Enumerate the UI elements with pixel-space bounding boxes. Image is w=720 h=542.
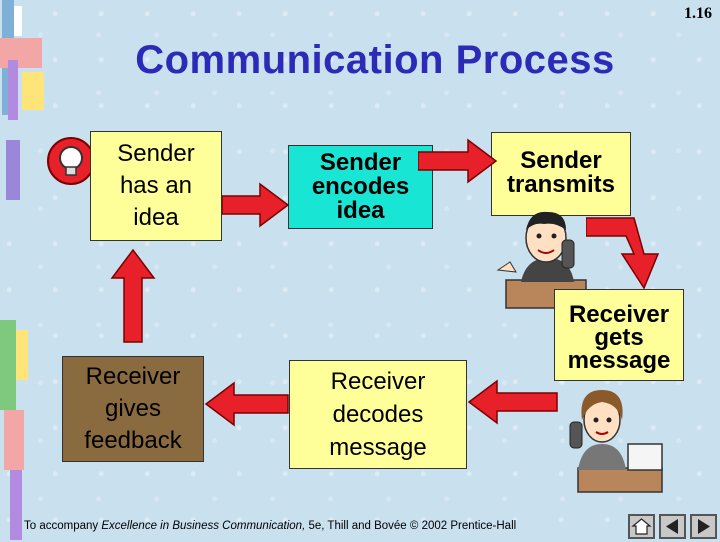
sender-encodes-line-2: encodes (311, 173, 410, 200)
receiver-decodes-box: Receiver decodes message (289, 360, 467, 469)
sender-encodes-line-3: idea (336, 197, 385, 224)
sender-encodes-box: Sender encodes idea (288, 145, 433, 229)
arrow-idea-to-encodes (222, 182, 290, 228)
receiver-phone-illustration (569, 390, 663, 493)
arrow-feedback-to-idea (110, 248, 156, 343)
footer-credit: To accompany Excellence in Business Comm… (24, 520, 516, 532)
receiver-gets-line-3: message (567, 347, 671, 374)
receiver-decodes-line-1: Receiver (330, 368, 426, 395)
previous-icon (666, 519, 678, 534)
receiver-gets-line-1: Receiver (568, 301, 670, 328)
receiver-gets-line-2: gets (594, 324, 644, 351)
previous-button[interactable] (659, 514, 686, 539)
sender-phone-illustration (496, 211, 587, 309)
slide-title: Communication Process (135, 38, 615, 82)
lightbulb-icon (47, 137, 95, 185)
slide-number: 1.16 (684, 5, 712, 22)
sender-idea-line-3: idea (133, 204, 179, 231)
receiver-decodes-line-2: decodes (332, 401, 424, 428)
next-button[interactable] (690, 514, 717, 539)
receiver-feedback-line-3: feedback (84, 427, 182, 454)
receiver-feedback-line-1: Receiver (85, 363, 181, 390)
receiver-gets-box: Receiver gets message (554, 289, 684, 381)
home-icon (631, 518, 652, 535)
sender-encodes-line-1: Sender (319, 149, 402, 176)
decorative-side-strip (0, 0, 46, 540)
footer-suffix: 5e, Thill and Bovée © 2002 Prentice-Hall (305, 520, 517, 532)
next-icon (698, 519, 710, 534)
receiver-feedback-box: Receiver gives feedback (62, 356, 204, 462)
sender-transmits-line-1: Sender (520, 147, 602, 174)
sender-idea-line-2: has an (119, 172, 193, 199)
arrow-decodes-to-feedback (204, 381, 289, 427)
sender-transmits-box: Sender transmits (491, 132, 631, 216)
receiver-decodes-line-3: message (329, 434, 427, 461)
footer-prefix: To accompany (24, 520, 102, 532)
sender-idea-box: Sender has an idea (90, 131, 222, 241)
footer-book-title: Excellence in Business Communication, (101, 520, 306, 532)
arrow-gets-to-decodes (467, 379, 558, 425)
arrow-encodes-to-transmits (418, 138, 498, 184)
home-button[interactable] (628, 514, 655, 539)
sender-idea-line-1: Sender (117, 140, 195, 167)
sender-transmits-line-2: transmits (506, 171, 616, 198)
arrow-transmits-to-gets (586, 217, 660, 290)
receiver-feedback-line-2: gives (104, 395, 162, 422)
